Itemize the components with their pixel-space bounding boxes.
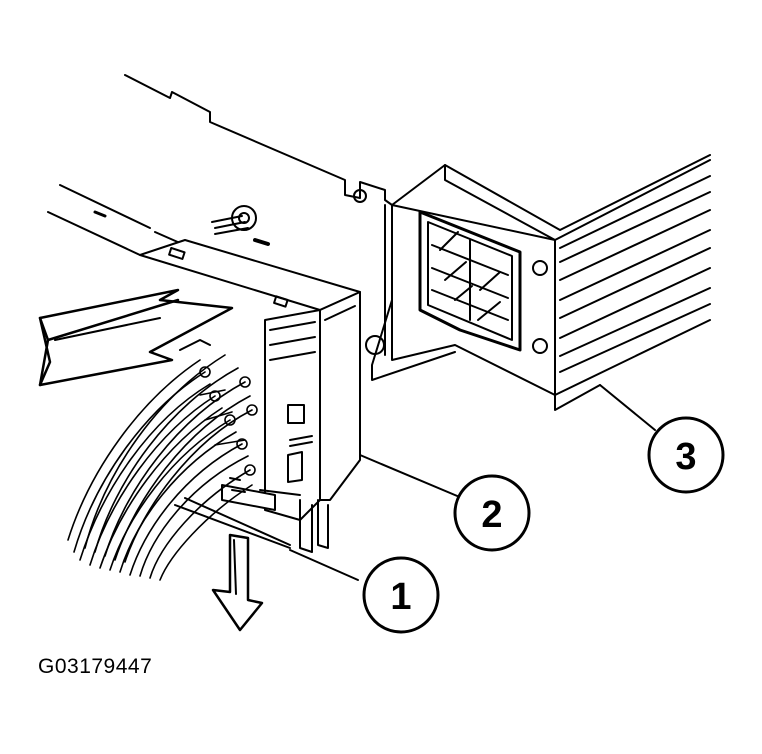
wire-harness <box>67 339 258 581</box>
callout-2: 2 <box>453 474 531 552</box>
callout-3: 3 <box>647 416 725 494</box>
release-direction-arrow <box>211 533 264 632</box>
callout-1-number: 1 <box>390 576 411 618</box>
callout-2-number: 2 <box>481 494 502 536</box>
connector-housing <box>139 205 361 553</box>
leader-lines <box>289 384 656 581</box>
callout-3-number: 3 <box>675 436 696 478</box>
figure-id-label: G03179447 <box>38 655 153 678</box>
callout-1: 1 <box>362 556 440 634</box>
module-housing <box>391 154 711 411</box>
pull-direction-arrow <box>38 288 234 387</box>
